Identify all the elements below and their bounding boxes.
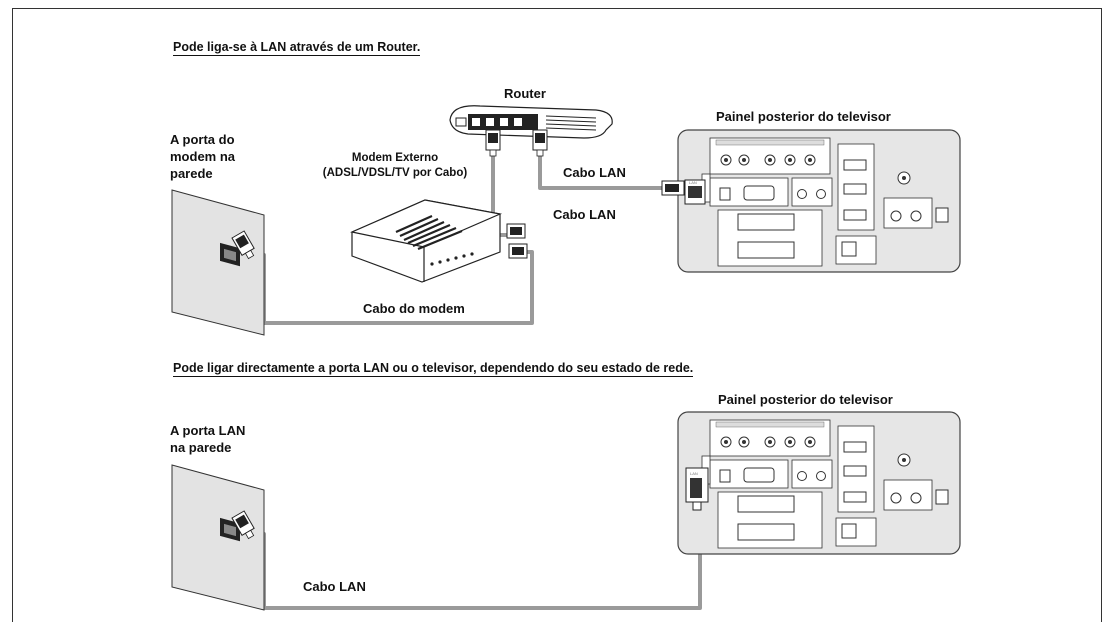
lan-cable-router-tv: [538, 150, 666, 190]
svg-text:LAN: LAN: [690, 471, 698, 476]
svg-text:LAN: LAN: [689, 180, 697, 185]
wall-lan-port-label: A porta LAN na parede: [170, 423, 246, 455]
tv-panel-label-1: Painel posterior do televisor: [716, 109, 891, 124]
cables-section2: [250, 510, 702, 610]
section2-heading: Pode ligar directamente a porta LAN ou o…: [173, 361, 694, 377]
cable-modem-label: Cabo do modem: [363, 301, 465, 316]
modem-plug-modem: [508, 243, 528, 259]
diagram-frame: [12, 8, 1102, 622]
modem-plug-lan: [506, 223, 526, 239]
tv-panel-label-2: Painel posterior do televisor: [718, 392, 893, 407]
router-plug-2: [532, 129, 548, 157]
tv-back-panel-2: [677, 411, 961, 555]
lan-cable-wall-tv: [250, 510, 702, 610]
tv-lan-plug-2: LAN: [685, 467, 709, 511]
tv-back-panel-1: [677, 129, 961, 273]
router-label: Router: [504, 86, 546, 101]
cable-lan-label-2: Cabo LAN: [553, 207, 616, 222]
section1-heading: Pode liga-se à LAN através de um Router.: [173, 40, 421, 56]
external-modem: [350, 199, 503, 283]
router: [449, 105, 613, 139]
external-modem-label: Modem Externo (ADSL/VDSL/TV por Cabo): [322, 152, 468, 179]
wall-modem-port-label: A porta do modem na parede: [170, 132, 236, 181]
cable-lan-label-1: Cabo LAN: [563, 165, 626, 180]
cable-lan-label-3: Cabo LAN: [303, 579, 366, 594]
router-plug-1: [485, 129, 501, 157]
tv-lan-plug-1: LAN: [661, 179, 706, 205]
wall-port-1: [171, 189, 265, 336]
